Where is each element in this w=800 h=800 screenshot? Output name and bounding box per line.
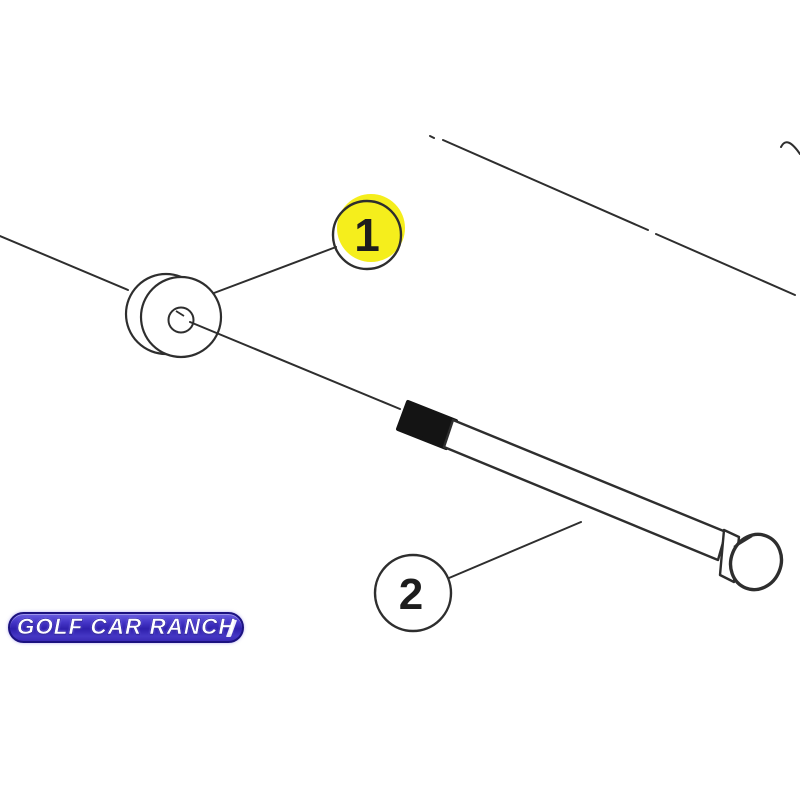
- context-hook-top-right: [780, 141, 800, 155]
- bolt-shank: [442, 418, 728, 562]
- callout-2-leader-line: [448, 521, 582, 579]
- context-line-top-b: [655, 233, 796, 296]
- callout-2-circle: [373, 553, 453, 633]
- brand-logo: GOLF CAR RANCH: [8, 612, 244, 643]
- callout-1-circle: [331, 199, 403, 271]
- context-line-top-lead-dash: [429, 135, 435, 139]
- callout-2-number: 2: [399, 570, 423, 619]
- callout-1-badge: 1: [331, 194, 405, 271]
- brand-logo-text: GOLF CAR RANCH: [16, 613, 236, 639]
- callout-1-highlight: [337, 194, 405, 262]
- assembly-context-lines: [0, 135, 800, 296]
- callout-1-leader-line: [213, 246, 337, 294]
- washer-hole-tick: [175, 310, 185, 317]
- assembly-axis-line: [189, 321, 401, 410]
- callout-1-number: 1: [354, 209, 380, 261]
- bolt-hex-head: [728, 532, 784, 592]
- callout-leader-lines: [213, 246, 582, 579]
- washer-hole: [167, 306, 195, 334]
- context-line-left: [0, 235, 129, 291]
- washer-drawing: [124, 272, 223, 359]
- context-line-top-a: [442, 139, 649, 231]
- bolt-head-facet-line: [733, 535, 753, 548]
- bolt-drawing: [396, 400, 784, 592]
- callout-2-badge: 2: [373, 553, 453, 633]
